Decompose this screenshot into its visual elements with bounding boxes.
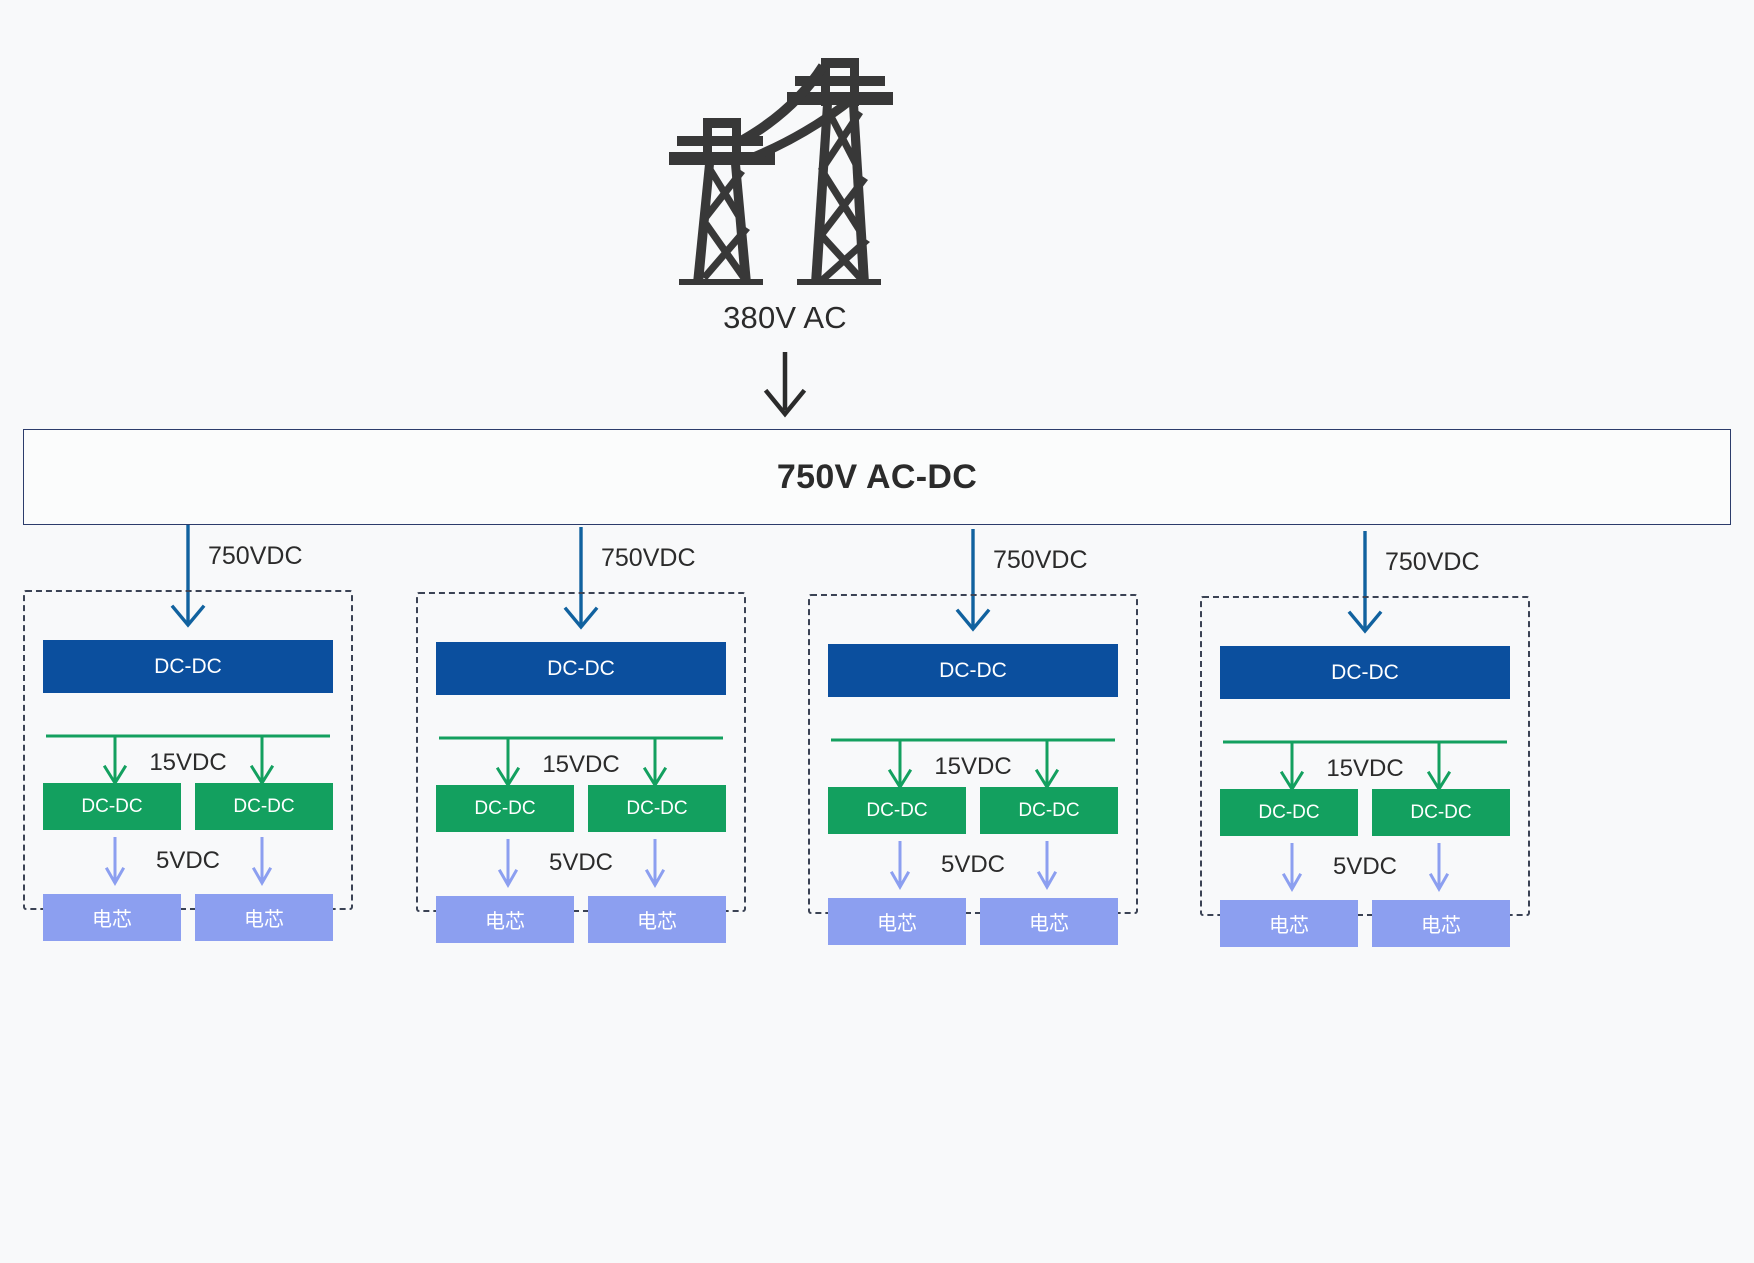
group-boundary bbox=[808, 594, 1138, 914]
source-to-acdc-arrow bbox=[740, 352, 830, 420]
secondary-dcdc-block: DC-DC bbox=[43, 783, 181, 830]
feed-voltage-label: 750VDC bbox=[993, 546, 1088, 574]
battery-cell-block: 电芯 bbox=[195, 894, 333, 941]
link-arrows-icon bbox=[104, 837, 273, 887]
five-volt-link: 5VDC bbox=[828, 841, 1118, 899]
secondary-dcdc-block: DC-DC bbox=[588, 785, 726, 832]
feed-arrow-icon bbox=[1347, 531, 1383, 634]
link-voltage-label: 5VDC bbox=[1332, 853, 1398, 880]
secondary-dcdc-block: DC-DC bbox=[828, 787, 966, 834]
group-boundary bbox=[23, 590, 353, 910]
secondary-dcdc-row: DC-DC DC-DC bbox=[828, 787, 1118, 834]
link-arrows-icon bbox=[1281, 843, 1450, 893]
group-feed: 750VDC bbox=[416, 527, 746, 632]
feed-arrow-icon bbox=[955, 529, 991, 632]
secondary-dcdc-block: DC-DC bbox=[980, 787, 1118, 834]
secondary-dcdc-row: DC-DC DC-DC bbox=[1220, 789, 1510, 836]
five-volt-link: 5VDC bbox=[1220, 843, 1510, 901]
five-volt-link: 5VDC bbox=[436, 839, 726, 897]
secondary-dcdc-block: DC-DC bbox=[1220, 789, 1358, 836]
group-boundary bbox=[1200, 596, 1530, 916]
fifteen-volt-bus: 15VDC bbox=[436, 735, 726, 797]
secondary-dcdc-block: DC-DC bbox=[436, 785, 574, 832]
primary-dcdc-block: DC-DC bbox=[436, 642, 726, 695]
group-feed: 750VDC bbox=[808, 529, 1138, 634]
link-voltage-label: 5VDC bbox=[155, 847, 221, 874]
link-voltage-label: 5VDC bbox=[940, 851, 1006, 878]
link-arrows-icon bbox=[889, 841, 1058, 891]
feed-arrow-icon bbox=[170, 525, 206, 628]
battery-cell-block: 电芯 bbox=[828, 898, 966, 945]
battery-cell-block: 电芯 bbox=[436, 896, 574, 943]
bus-voltage-label: 15VDC bbox=[934, 753, 1012, 780]
bus-voltage-label: 15VDC bbox=[542, 751, 620, 778]
link-voltage-label: 5VDC bbox=[548, 849, 614, 876]
battery-cell-block: 电芯 bbox=[980, 898, 1118, 945]
cell-row: 电芯 电芯 bbox=[1220, 900, 1510, 947]
acdc-converter-label: 750V AC-DC bbox=[776, 457, 978, 496]
primary-dcdc-block: DC-DC bbox=[43, 640, 333, 693]
feed-voltage-label: 750VDC bbox=[208, 542, 303, 570]
group-boundary bbox=[416, 592, 746, 912]
battery-cell-block: 电芯 bbox=[43, 894, 181, 941]
cell-row: 电芯 电芯 bbox=[828, 898, 1118, 945]
bus-voltage-label: 15VDC bbox=[149, 749, 227, 776]
secondary-dcdc-block: DC-DC bbox=[1372, 789, 1510, 836]
acdc-converter-bar: 750V AC-DC bbox=[23, 429, 1731, 525]
feed-arrow-icon bbox=[563, 527, 599, 630]
primary-dcdc-block: DC-DC bbox=[1220, 646, 1510, 699]
battery-cell-block: 电芯 bbox=[1372, 900, 1510, 947]
fifteen-volt-bus: 15VDC bbox=[43, 733, 333, 795]
feed-voltage-label: 750VDC bbox=[601, 544, 696, 572]
fifteen-volt-bus: 15VDC bbox=[828, 737, 1118, 799]
group-feed: 750VDC bbox=[23, 525, 353, 630]
feed-voltage-label: 750VDC bbox=[1385, 548, 1480, 576]
source-voltage-label: 380V AC bbox=[723, 300, 847, 335]
link-arrows-icon bbox=[497, 839, 666, 889]
cell-row: 电芯 电芯 bbox=[43, 894, 333, 941]
five-volt-link: 5VDC bbox=[43, 837, 333, 895]
bus-voltage-label: 15VDC bbox=[1326, 755, 1404, 782]
cell-row: 电芯 电芯 bbox=[436, 896, 726, 943]
secondary-dcdc-row: DC-DC DC-DC bbox=[43, 783, 333, 830]
battery-cell-block: 电芯 bbox=[588, 896, 726, 943]
battery-cell-block: 电芯 bbox=[1220, 900, 1358, 947]
secondary-dcdc-row: DC-DC DC-DC bbox=[436, 785, 726, 832]
transmission-tower-icon bbox=[655, 40, 915, 291]
primary-dcdc-block: DC-DC bbox=[828, 644, 1118, 697]
group-feed: 750VDC bbox=[1200, 531, 1530, 636]
secondary-dcdc-block: DC-DC bbox=[195, 783, 333, 830]
